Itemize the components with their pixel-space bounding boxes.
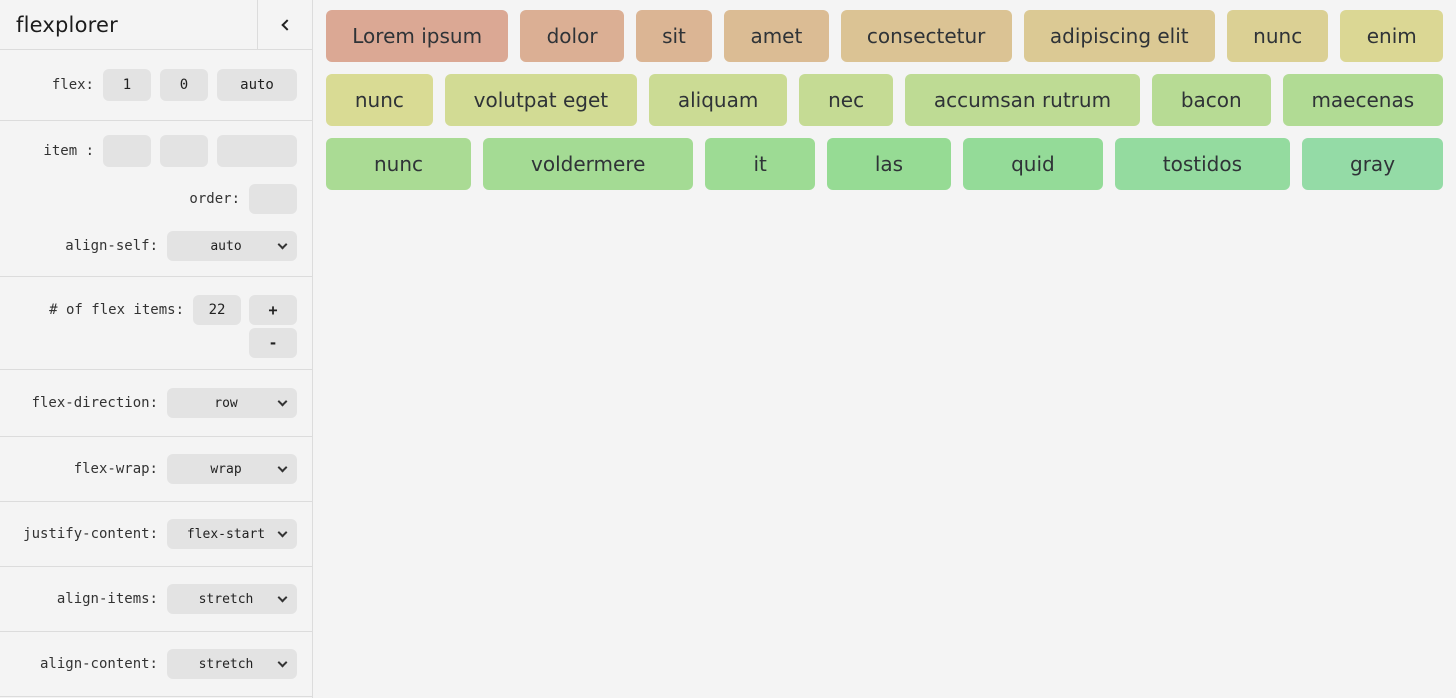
flex-item[interactable]: quid: [963, 138, 1103, 190]
flex-item[interactable]: it: [705, 138, 815, 190]
item-flex-basis-input[interactable]: [217, 135, 297, 167]
align-items-value: stretch: [198, 591, 254, 607]
order-input[interactable]: [249, 184, 297, 214]
flex-item[interactable]: las: [826, 138, 952, 190]
align-self-row: align-self: auto: [0, 231, 297, 261]
section-flex-wrap: flex-wrap: wrap: [0, 437, 312, 502]
flex-item[interactable]: gray: [1302, 138, 1444, 190]
sidebar-header: flexplorer: [0, 0, 312, 50]
chevron-down-icon: [277, 527, 288, 538]
order-row: order:: [0, 184, 297, 214]
flex-item[interactable]: dolor: [520, 10, 624, 62]
sidebar: flexplorer flex: item : order: al: [0, 0, 313, 698]
justify-content-select[interactable]: flex-start: [167, 519, 297, 549]
chevron-down-icon: [277, 592, 288, 603]
flex-item[interactable]: accumsan rutrum: [904, 74, 1140, 126]
item-flex-row: item :: [0, 135, 297, 167]
flex-item[interactable]: aliquam: [648, 74, 788, 126]
flex-wrap-value: wrap: [210, 461, 242, 477]
section-align-content: align-content: stretch: [0, 632, 312, 697]
flex-item[interactable]: nunc: [326, 74, 433, 126]
flex-direction-value: row: [214, 395, 238, 411]
flex-item[interactable]: voldermere: [483, 138, 694, 190]
align-self-select[interactable]: auto: [167, 231, 297, 261]
flex-item[interactable]: Lorem ipsum: [326, 10, 509, 62]
flex-item[interactable]: nunc: [326, 138, 472, 190]
flex-item[interactable]: nunc: [1226, 10, 1329, 62]
flex-wrap-label: flex-wrap:: [73, 461, 158, 477]
flex-item[interactable]: tostidos: [1114, 138, 1291, 190]
justify-content-label: justify-content:: [23, 526, 158, 542]
flex-direction-label: flex-direction:: [31, 395, 158, 411]
app-title: flexplorer: [16, 12, 118, 37]
section-flex: flex:: [0, 50, 312, 121]
item-flex-grow-input[interactable]: [103, 135, 151, 167]
section-justify-content: justify-content: flex-start: [0, 502, 312, 567]
section-item: item : order: align-self: auto: [0, 121, 312, 277]
flex-direction-select[interactable]: row: [167, 388, 297, 418]
chevron-down-icon: [277, 239, 288, 250]
flex-item[interactable]: sit: [635, 10, 713, 62]
flex-grow-input[interactable]: [103, 69, 151, 101]
chevron-down-icon: [277, 396, 288, 407]
order-label: order:: [189, 191, 240, 207]
item-label: item :: [43, 143, 94, 159]
flex-shrink-input[interactable]: [160, 69, 208, 101]
flex-wrap-select[interactable]: wrap: [167, 454, 297, 484]
flex-label: flex:: [51, 77, 94, 93]
align-self-label: align-self:: [65, 238, 158, 254]
flex-basis-input[interactable]: [217, 69, 297, 101]
remove-item-button[interactable]: -: [249, 328, 297, 358]
item-count-steppers: + -: [249, 295, 297, 358]
flex-item[interactable]: bacon: [1151, 74, 1271, 126]
section-item-count: # of flex items: + -: [0, 277, 312, 370]
justify-content-value: flex-start: [186, 526, 266, 542]
align-content-label: align-content:: [39, 656, 158, 672]
add-item-button[interactable]: +: [249, 295, 297, 325]
item-count-input[interactable]: [193, 295, 241, 325]
align-self-value: auto: [210, 238, 242, 254]
flex-item[interactable]: amet: [724, 10, 829, 62]
align-items-select[interactable]: stretch: [167, 584, 297, 614]
section-align-items: align-items: stretch: [0, 567, 312, 632]
flex-item[interactable]: maecenas: [1282, 74, 1444, 126]
align-content-value: stretch: [198, 656, 254, 672]
flex-item[interactable]: consectetur: [840, 10, 1012, 62]
item-flex-shrink-input[interactable]: [160, 135, 208, 167]
section-flex-direction: flex-direction: row: [0, 370, 312, 437]
flex-item[interactable]: volutpat eget: [444, 74, 637, 126]
flex-item[interactable]: adipiscing elit: [1023, 10, 1215, 62]
align-items-label: align-items:: [56, 591, 158, 607]
chevron-left-icon: [280, 18, 293, 31]
chevron-down-icon: [277, 657, 288, 668]
flex-item[interactable]: nec: [799, 74, 893, 126]
align-content-select[interactable]: stretch: [167, 649, 297, 679]
sidebar-collapse-button[interactable]: [257, 0, 312, 49]
item-count-label: # of flex items:: [49, 302, 184, 318]
chevron-down-icon: [277, 462, 288, 473]
flex-item[interactable]: enim: [1340, 10, 1444, 62]
